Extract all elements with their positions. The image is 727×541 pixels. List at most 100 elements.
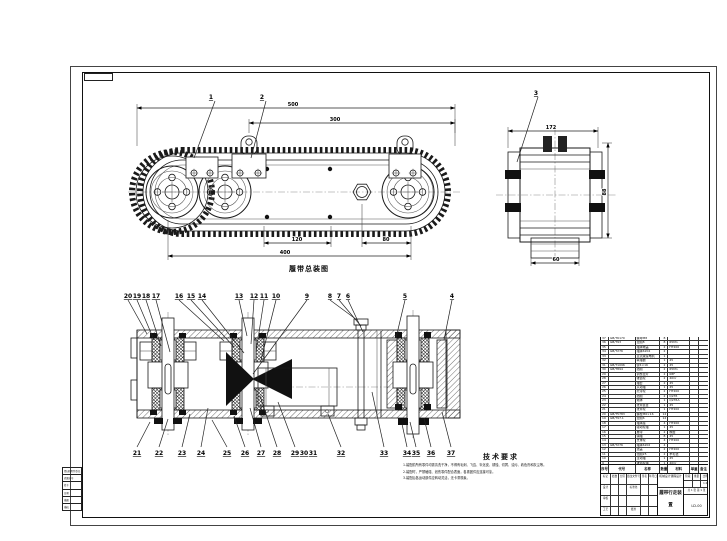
bom-cell: 45 <box>668 426 691 430</box>
bevel-gear <box>252 359 292 399</box>
bom-cell <box>690 461 700 464</box>
bom-cell <box>690 337 700 341</box>
edge-strip-cell: 日期 <box>63 490 81 497</box>
bom-cell <box>699 399 708 402</box>
title-block-cell <box>611 485 619 495</box>
dim-label: 80 <box>383 237 390 243</box>
bom-cell: 螺母M8 <box>636 337 661 341</box>
bom-cell <box>609 399 636 403</box>
bom-cell: 2 <box>660 368 669 372</box>
bom-cell: 调整垫片 <box>636 372 661 376</box>
bom-cell: HT200 <box>668 439 691 443</box>
bom-cell: 箱体 <box>636 399 661 403</box>
bom-cell <box>690 426 700 430</box>
bom-cell: 45 <box>668 381 691 385</box>
dim-label: 300 <box>330 117 341 123</box>
bom-cell: 32 <box>601 359 609 363</box>
title-block-right: 阶段标记 重量 比例 1:2 共 1 张 第 1 张 LD-00 <box>683 474 708 515</box>
parts-list-header: 序号 代号 名称 数量 材料 单重 备注 <box>601 464 708 473</box>
svg-text:29: 29 <box>291 450 299 457</box>
bom-cell: 45 <box>668 385 691 390</box>
bom-cell <box>690 341 700 345</box>
bom-cell <box>609 421 636 425</box>
svg-text:23: 23 <box>178 450 186 457</box>
bom-cell: 33 <box>601 354 609 359</box>
scale-label: 比例 <box>702 475 708 478</box>
bom-cell: 37 <box>601 337 609 341</box>
bom-cell: 锥齿轮轴 <box>636 461 661 464</box>
bom-cell <box>609 430 636 434</box>
bom-cell <box>690 394 700 399</box>
bom-cell <box>699 386 708 389</box>
bom-cell <box>690 363 700 368</box>
bom-cell: 垫圈6 <box>636 417 661 421</box>
housing-end-wall <box>445 329 461 419</box>
bom-cell: 1 <box>660 408 669 412</box>
right-shaft-assembly <box>386 310 448 438</box>
title-block: 标记 处数 分区 更改文件号 签名 年月日 设计 标准化 审核 <box>600 473 708 516</box>
table-row: 24 挡圈 2 Q235 <box>601 394 708 400</box>
title-block-cell <box>619 496 627 506</box>
bom-cell: 12 <box>660 417 669 421</box>
bom-cell: 履带 <box>636 430 661 434</box>
bom-cell: 1 <box>660 354 669 359</box>
table-row: 9 锥齿轮轴 1 40Cr <box>601 461 708 464</box>
bom-cell <box>690 434 700 439</box>
bom-cell: 25 <box>601 390 609 394</box>
bom-cell: 21 <box>601 408 609 412</box>
svg-text:31: 31 <box>309 450 317 457</box>
company-name: 机械设计课程设计 <box>658 474 683 488</box>
bom-cell <box>609 457 636 461</box>
bom-cell: 40Cr <box>668 461 691 464</box>
svg-text:24: 24 <box>197 450 205 457</box>
table-row: 30 GB/T894 挡圈 2 65Mn <box>601 368 708 373</box>
bom-cell <box>609 345 636 350</box>
bom-cell <box>699 435 708 438</box>
table-row: 29 调整垫片 2 08F <box>601 372 708 378</box>
bom-cell: Q235 <box>668 394 691 399</box>
table-row: 11 毡圈25 2 羊毛毡 <box>601 452 708 458</box>
bom-cell <box>690 443 700 448</box>
bom-cell: 12 <box>660 412 669 417</box>
section-callouts-top: 20 19 18 17 16 15 14 13 12 11 10 9 8 7 6… <box>124 293 454 375</box>
bom-cell: 1 <box>660 359 669 363</box>
bom-cell: 8 <box>660 434 669 439</box>
bom-cell <box>609 385 636 390</box>
table-row: 31 GB/T1096 键4×16 2 45 <box>601 363 708 369</box>
callout-label: 3 <box>534 90 538 97</box>
side-plate-left <box>507 151 521 239</box>
title-block-cell <box>649 507 657 515</box>
title-block-cell: 处数 <box>611 474 619 484</box>
table-row: 18 轴承座 4 HT200 <box>601 421 708 427</box>
bom-cell: 轴承6204 <box>636 350 661 354</box>
bom-cell <box>690 439 700 443</box>
bom-cell <box>609 408 636 412</box>
bom-cell: 26 <box>601 385 609 390</box>
bom-cell <box>699 426 708 429</box>
bom-cell: GB/T6170 <box>609 337 636 341</box>
bom-cell <box>699 355 708 358</box>
svg-text:18: 18 <box>142 293 150 300</box>
tension-stud <box>353 318 369 431</box>
tech-note-line: 1.装配前所有零件均需清洗干净，不得有毛刺、飞边、氧化皮、锈蚀、切屑、油污、着色… <box>403 463 547 467</box>
bom-cell <box>690 385 700 390</box>
bom-cell <box>699 431 708 434</box>
svg-text:8: 8 <box>328 293 332 300</box>
drawing-number: LD-00 <box>691 504 702 508</box>
bom-cell <box>699 382 708 385</box>
bom-cell <box>690 412 700 417</box>
svg-text:20: 20 <box>124 293 132 300</box>
scale-value: 1:2 <box>703 482 708 485</box>
bom-cell: 18 <box>601 421 609 425</box>
bom-cell: HT200 <box>668 421 691 425</box>
table-row: 33 直流减速电机 1 <box>601 354 708 360</box>
svg-text:36: 36 <box>427 450 435 457</box>
title-block-row: 标记 处数 分区 更改文件号 签名 年月日 <box>601 474 657 485</box>
table-row: 35 轴承端盖 2 HT200 <box>601 345 708 351</box>
table-row: 12 透盖 2 HT200 <box>601 448 708 453</box>
vertical-shaft <box>406 315 420 435</box>
bom-cell: 轴承端盖 <box>636 345 661 350</box>
title-block-cell: 签名 <box>641 474 649 484</box>
bom-cell: 驱动轮轴 <box>636 426 661 430</box>
